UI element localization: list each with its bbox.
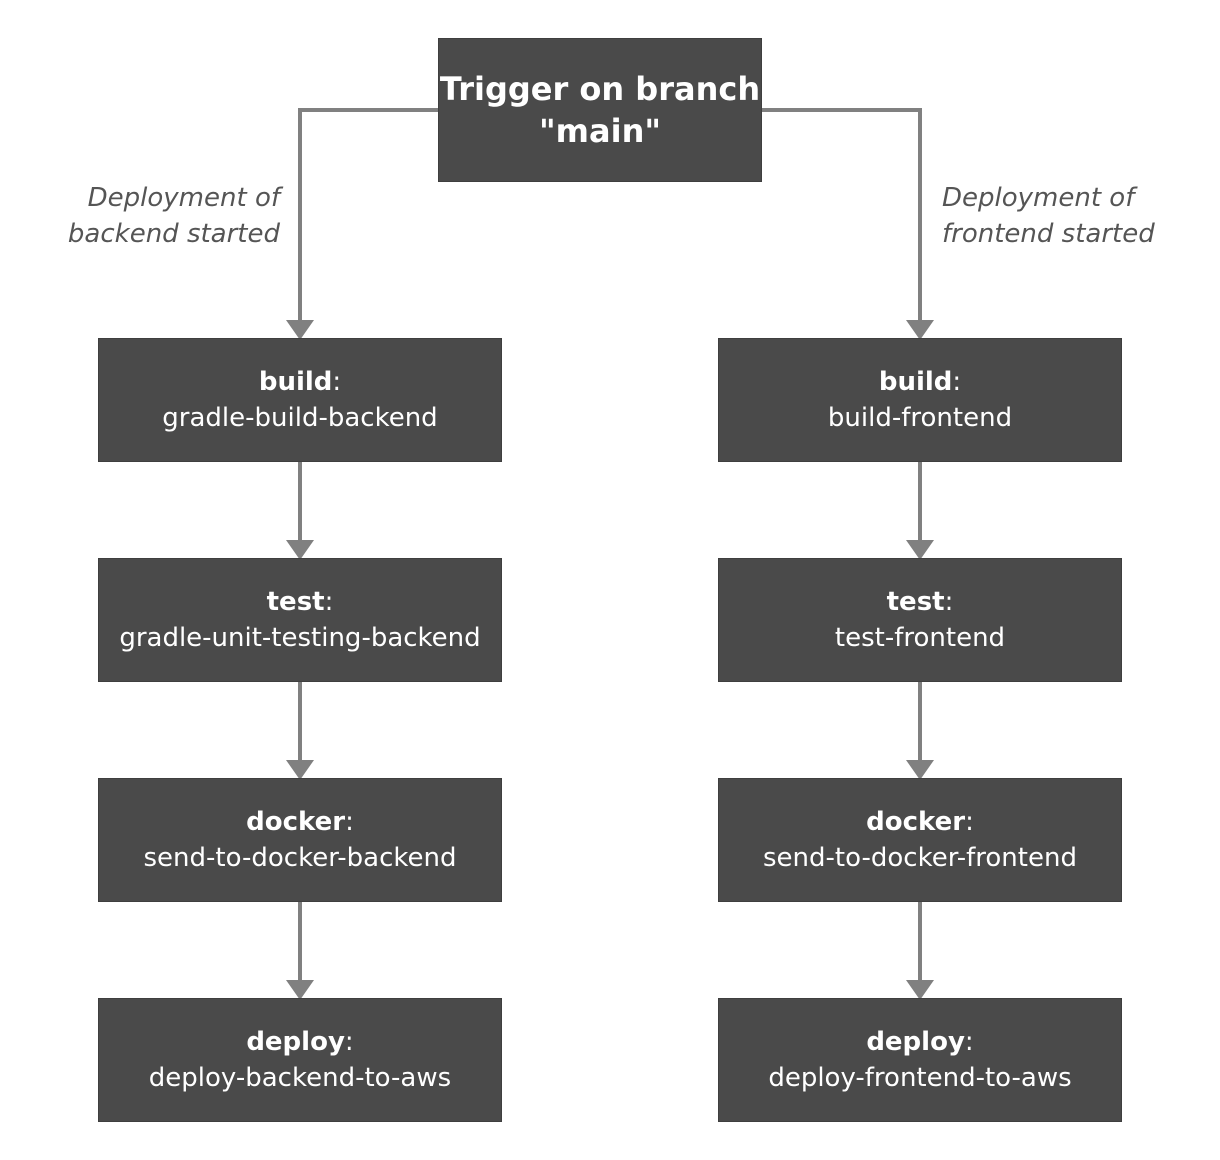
job-name: gradle-unit-testing-backend xyxy=(119,623,481,653)
trigger-node: Trigger on branch "main" xyxy=(438,38,762,182)
job-name: send-to-docker-frontend xyxy=(763,843,1077,873)
stage-name: deploy xyxy=(246,1027,345,1057)
arrowhead-icon xyxy=(906,980,934,1000)
arrowhead-icon xyxy=(286,760,314,780)
backend-deploy-node: deploy: deploy-backend-to-aws xyxy=(98,998,502,1122)
stage-title: test: xyxy=(886,587,954,617)
frontend-branch-label: Deployment of frontend started xyxy=(942,180,1202,252)
job-name: deploy-frontend-to-aws xyxy=(768,1063,1072,1093)
arrowhead-icon xyxy=(286,540,314,560)
frontend-branch-label-line1: Deployment of xyxy=(942,183,1135,213)
trigger-title-line1: Trigger on branch xyxy=(439,70,761,108)
stage-title: build: xyxy=(878,367,962,397)
job-name: build-frontend xyxy=(827,403,1013,433)
stage-name: build xyxy=(258,367,333,397)
job-name: deploy-backend-to-aws xyxy=(148,1063,452,1093)
stage-title: deploy: xyxy=(246,1027,354,1057)
arrowhead-icon xyxy=(906,760,934,780)
stage-title: test: xyxy=(266,587,334,617)
stage-name: build xyxy=(878,367,953,397)
backend-docker-node: docker: send-to-docker-backend xyxy=(98,778,502,902)
frontend-branch-label-line2: frontend started xyxy=(942,219,1155,249)
stage-title: build: xyxy=(258,367,342,397)
backend-branch-label: Deployment of backend started xyxy=(40,180,280,252)
stage-title: docker: xyxy=(866,807,974,837)
stage-title: docker: xyxy=(246,807,354,837)
frontend-build-node: build: build-frontend xyxy=(718,338,1122,462)
stage-name: test xyxy=(886,587,945,617)
arrowhead-icon xyxy=(906,320,934,340)
stage-name: test xyxy=(266,587,325,617)
job-name: send-to-docker-backend xyxy=(143,843,457,873)
arrowhead-icon xyxy=(906,540,934,560)
arrowhead-icon xyxy=(286,320,314,340)
trigger-title-line2: "main" xyxy=(538,112,662,150)
backend-test-node: test: gradle-unit-testing-backend xyxy=(98,558,502,682)
connector-trigger-to-backend xyxy=(298,108,438,322)
frontend-deploy-node: deploy: deploy-frontend-to-aws xyxy=(718,998,1122,1122)
frontend-test-node: test: test-frontend xyxy=(718,558,1122,682)
backend-build-node: build: gradle-build-backend xyxy=(98,338,502,462)
frontend-docker-node: docker: send-to-docker-frontend xyxy=(718,778,1122,902)
job-name: test-frontend xyxy=(834,623,1006,653)
job-name: gradle-build-backend xyxy=(162,403,438,433)
connector-trigger-to-frontend xyxy=(762,108,922,322)
stage-name: docker xyxy=(866,807,966,837)
arrowhead-icon xyxy=(286,980,314,1000)
stage-name: deploy xyxy=(866,1027,965,1057)
backend-branch-label-line2: backend started xyxy=(67,219,280,249)
stage-name: docker xyxy=(246,807,346,837)
backend-branch-label-line1: Deployment of xyxy=(87,183,280,213)
stage-title: deploy: xyxy=(866,1027,974,1057)
